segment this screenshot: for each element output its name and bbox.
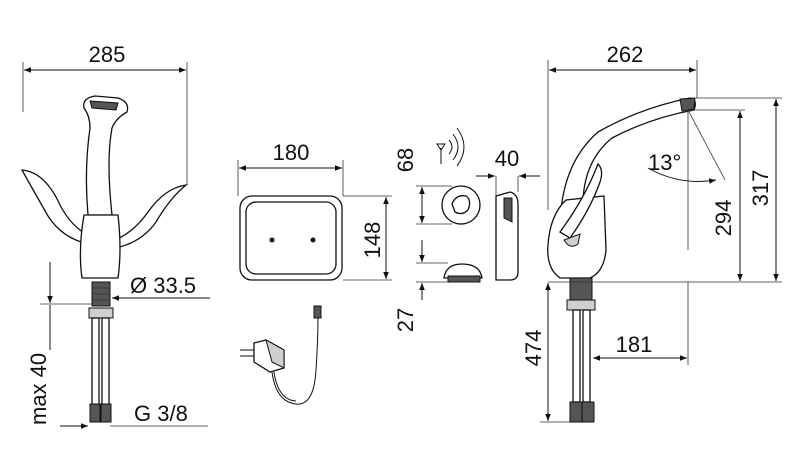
- power-adapter: [240, 305, 322, 405]
- hose-length-dimension: 474: [521, 330, 546, 367]
- panel-height-dimension: 148: [360, 222, 385, 259]
- sensor-depth-dimension: 40: [495, 146, 519, 171]
- side-view-faucet: [540, 60, 782, 423]
- side-width-dimension: 262: [607, 42, 644, 67]
- thread-dimension: G 3/8: [134, 401, 188, 426]
- sensor-detail: [416, 127, 540, 300]
- angle-dimension: 13°: [648, 150, 681, 175]
- spout-height-dimension: 294: [711, 200, 736, 237]
- panel-width-dimension: 180: [273, 140, 310, 165]
- front-width-dimension: 285: [89, 42, 126, 67]
- sensor-height-dimension: 68: [393, 148, 418, 172]
- base-diameter-dimension: Ø 33.5: [130, 273, 196, 298]
- wireless-signal-icon: [436, 127, 465, 167]
- total-height-dimension: 317: [748, 170, 773, 207]
- power-plug-icon: [240, 338, 285, 373]
- front-view-faucet: [20, 62, 210, 429]
- reach-dimension: 181: [616, 332, 653, 357]
- max-depth-dimension: max 40: [26, 353, 51, 425]
- sensor-panel: [237, 160, 392, 281]
- sensor-offset-dimension: 27: [393, 308, 418, 332]
